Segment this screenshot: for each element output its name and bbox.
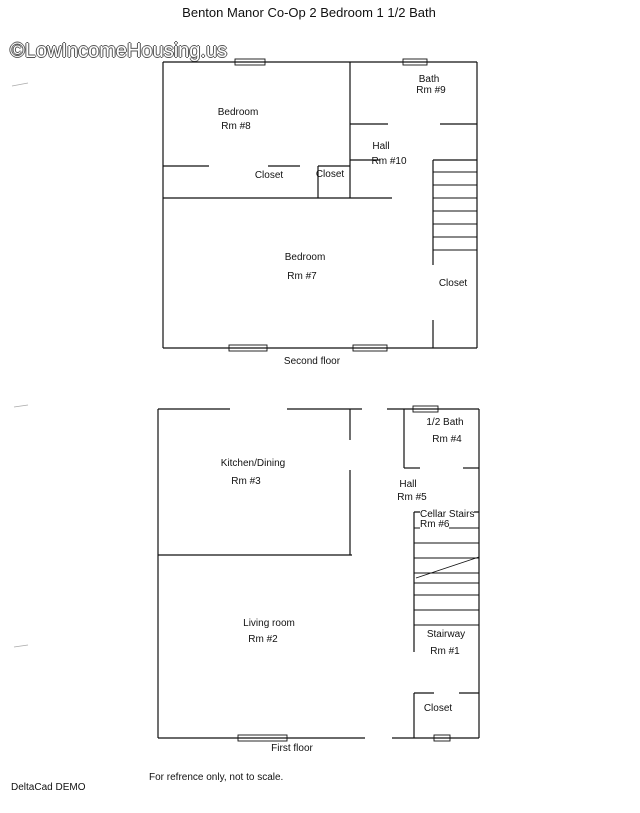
closet-label: Closet	[254, 170, 284, 181]
bedroom-8-room-number: Rm #8	[221, 121, 251, 132]
kitchen-dining-label: Kitchen/Dining	[220, 458, 286, 469]
second-floor-stairs	[433, 171, 477, 251]
closet-label: Closet	[315, 169, 345, 180]
half-bath-label: 1/2 Bath	[426, 417, 464, 428]
second-floor-walls	[162, 61, 478, 349]
first-floor-stairs	[414, 527, 480, 626]
cellar-stairs-room-number: Rm #6	[420, 519, 450, 530]
living-room-room-number: Rm #2	[248, 634, 278, 645]
bath-room-number: Rm #9	[416, 85, 446, 96]
second-floor-caption: Second floor	[283, 356, 341, 367]
software-tag: DeltaCad DEMO	[11, 782, 86, 793]
watermark: ©LowIncomeHousing.us	[10, 40, 228, 62]
stairway-room-number: Rm #1	[430, 646, 460, 657]
upper-hall-room-number: Rm #10	[371, 156, 407, 167]
bedroom-8-label: Bedroom	[217, 107, 259, 118]
kitchen-dining-room-number: Rm #3	[231, 476, 261, 487]
disclaimer-note: For refrence only, not to scale.	[149, 772, 284, 783]
half-bath-room-number: Rm #4	[432, 434, 462, 445]
second-floor-windows	[228, 58, 428, 352]
cellar-stairs-label: Cellar Stairs	[420, 509, 475, 520]
stairway-label: Stairway	[426, 629, 466, 640]
lower-hall-room-number: Rm #5	[397, 492, 427, 503]
bedroom-7-room-number: Rm #7	[287, 271, 317, 282]
closet-label: Closet	[423, 703, 453, 714]
lower-hall-label: Hall	[399, 479, 417, 490]
first-floor-caption: First floor	[271, 743, 313, 754]
bath-label: Bath	[418, 74, 440, 85]
plan-title: Benton Manor Co-Op 2 Bedroom 1 1/2 Bath	[182, 5, 436, 20]
upper-hall-label: Hall	[372, 141, 390, 152]
bedroom-7-label: Bedroom	[284, 252, 326, 263]
living-room-label: Living room	[243, 618, 295, 629]
closet-label: Closet	[438, 278, 468, 289]
first-floor-windows	[237, 405, 451, 742]
